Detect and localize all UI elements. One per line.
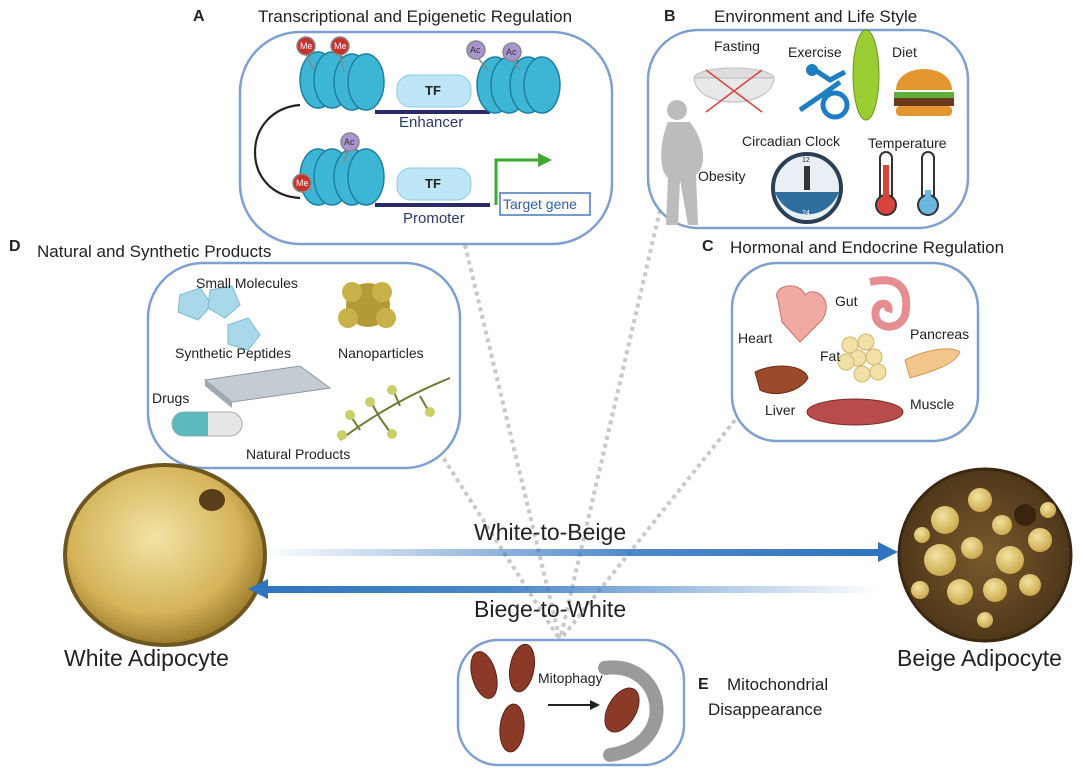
gut-label: Gut: [835, 293, 858, 309]
histone-marks: [292, 36, 522, 193]
nanoparticles-label: Nanoparticles: [338, 345, 424, 361]
ac-label-2: Ac: [506, 47, 517, 57]
temperature-label: Temperature: [868, 135, 947, 151]
panel-c-letter: C: [702, 238, 714, 255]
me-label-3: Me: [296, 178, 309, 188]
beige-lipid-droplets: [911, 488, 1056, 628]
tf-label-2: TF: [425, 176, 441, 191]
tf-box-1: [396, 74, 472, 108]
burger-icon: [894, 69, 954, 116]
pancreas-label: Pancreas: [910, 326, 970, 342]
promoter-label: Promoter: [403, 210, 465, 227]
me-label-2: Me: [334, 41, 347, 51]
liver-label: Liver: [765, 402, 796, 418]
clock-icon: [771, 152, 843, 224]
diet-label: Diet: [892, 44, 917, 60]
mitophagy-arrowhead: [590, 700, 600, 710]
beige-adipocyte-label: Beige Adipocyte: [897, 645, 1062, 671]
empty-bowl-icon: [693, 67, 775, 113]
enhancer-label: Enhancer: [399, 114, 464, 131]
obesity-figure-icon: [661, 100, 704, 225]
panel-b-title: Environment and Life Style: [714, 7, 918, 26]
mitophagy-label: Mitophagy: [538, 670, 603, 686]
obesity-label: Obesity: [698, 168, 746, 184]
panel-e-letter: E: [698, 676, 709, 693]
connector-lines: [433, 209, 757, 642]
herb-flowers: [337, 385, 435, 440]
phagophore-icon: [598, 660, 664, 762]
fat-label: Fat: [820, 348, 841, 364]
heart-label: Heart: [738, 330, 773, 346]
lettuce-icon: [852, 29, 880, 121]
panel-d-letter: D: [9, 238, 21, 255]
white-to-beige-arrowhead: [878, 542, 898, 562]
fasting-label: Fasting: [714, 38, 760, 54]
tf-label-1: TF: [425, 83, 441, 98]
target-gene-label: Target gene: [503, 196, 577, 212]
beige-to-white-arrowhead: [248, 579, 268, 599]
panel-c-title: Hormonal and Endocrine Regulation: [730, 238, 1005, 257]
white-to-beige-label: White-to-Beige: [474, 519, 627, 545]
muscle-organ-icon: [806, 398, 904, 426]
synthetic-peptides-label: Synthetic Peptides: [175, 345, 291, 361]
exercise-head: [806, 64, 818, 76]
liver-organ-icon: [754, 365, 809, 394]
pill-icon: [171, 411, 243, 437]
panel-d-title: Natural and Synthetic Products: [37, 242, 272, 261]
panel-e-title-line2: Disappearance: [708, 700, 823, 719]
me-label-1: Me: [300, 41, 313, 51]
beige-to-white-label: Biege-to-White: [474, 596, 627, 622]
nucleosomes-top: [299, 51, 561, 114]
target-gene-box: [499, 192, 591, 216]
drugs-label: Drugs: [152, 390, 190, 406]
dna-loop: [254, 103, 490, 207]
well-plate-icon: [203, 365, 332, 408]
panel-a-letter: A: [193, 8, 205, 25]
panel-b-letter: B: [664, 8, 676, 25]
beige-adipocyte-nucleus: [1014, 504, 1036, 526]
white-adipocyte-cell: [63, 463, 267, 647]
white-to-beige-arrow-shaft: [262, 549, 882, 556]
clock-24-label: 24: [802, 210, 810, 217]
pancreas-organ-icon: [904, 348, 961, 379]
exercise-bike-icon: [798, 67, 850, 120]
mitochondria-icons: [470, 643, 640, 753]
white-adipocyte-label: White Adipocyte: [64, 645, 229, 671]
ac-label-1: Ac: [470, 45, 481, 55]
clock-12-label: 12: [802, 157, 810, 164]
muscle-label: Muscle: [910, 396, 955, 412]
panel-a-title: Transcriptional and Epigenetic Regulatio…: [258, 7, 573, 26]
small-molecules-label: Small Molecules: [196, 275, 298, 291]
herb-icon: [339, 377, 451, 441]
fat-cells-icon: [837, 333, 887, 383]
natural-products-label: Natural Products: [246, 446, 351, 462]
nanoparticle-icon: [338, 282, 396, 328]
nucleosomes-bottom: [299, 148, 385, 206]
circadian-clock-label: Circadian Clock: [742, 133, 841, 149]
ac-label-3: Ac: [344, 137, 355, 147]
transcription-arrow: [494, 158, 540, 205]
small-molecule-icons: [177, 285, 261, 351]
heart-organ-icon: [776, 285, 827, 343]
transcription-arrowhead: [538, 153, 552, 167]
beige-to-white-arrow-shaft: [262, 586, 882, 593]
exercise-label: Exercise: [788, 44, 842, 60]
thermometer-cold-icon: [917, 151, 939, 216]
gut-organ-icon: [869, 276, 911, 331]
panel-e-title-line1: Mitochondrial: [727, 675, 829, 694]
white-adipocyte-nucleus: [199, 489, 225, 511]
tf-box-2: [396, 167, 472, 201]
thermometer-hot-icon: [875, 151, 897, 216]
